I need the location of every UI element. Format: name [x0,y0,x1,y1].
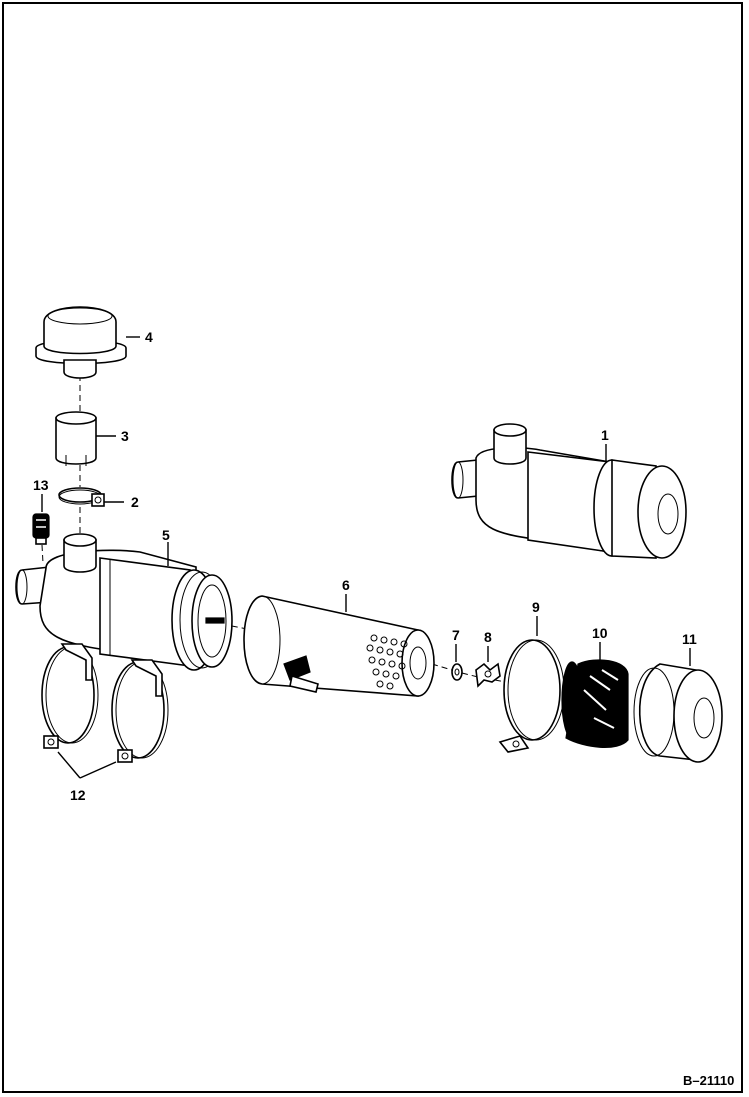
filter-element[interactable] [243,595,435,697]
callout-5: 5 [162,527,170,543]
callout-4: 4 [145,329,153,345]
air-cleaner-assembly[interactable] [451,423,687,559]
precleaner-cap[interactable] [35,306,127,379]
prefilter[interactable] [561,659,629,748]
callout-8: 8 [484,629,492,645]
washer[interactable] [451,663,463,681]
figure-code: B–21110 [683,1073,734,1088]
leader-lines [41,336,691,779]
clamp-ring[interactable] [498,639,565,753]
callout-13: 13 [33,477,49,493]
callout-9: 9 [532,599,540,615]
callout-2: 2 [131,494,139,510]
hose-clamp[interactable] [58,487,105,507]
mounting-bands[interactable] [41,643,169,763]
perforation-pattern [366,634,408,690]
end-cover[interactable] [633,663,723,763]
callout-12: 12 [70,787,86,803]
inlet-tube[interactable] [55,411,97,466]
air-cleaner-housing[interactable] [15,533,233,671]
callout-7: 7 [452,627,460,643]
callout-labels: 4 3 2 13 5 6 7 8 9 10 11 1 12 B–21110 [33,329,734,1088]
callout-10: 10 [592,625,608,641]
callout-1: 1 [601,427,609,443]
callout-11: 11 [682,631,697,647]
callout-6: 6 [342,577,350,593]
wing-nut[interactable] [475,662,501,688]
callout-3: 3 [121,428,129,444]
restriction-indicator[interactable] [32,513,50,564]
